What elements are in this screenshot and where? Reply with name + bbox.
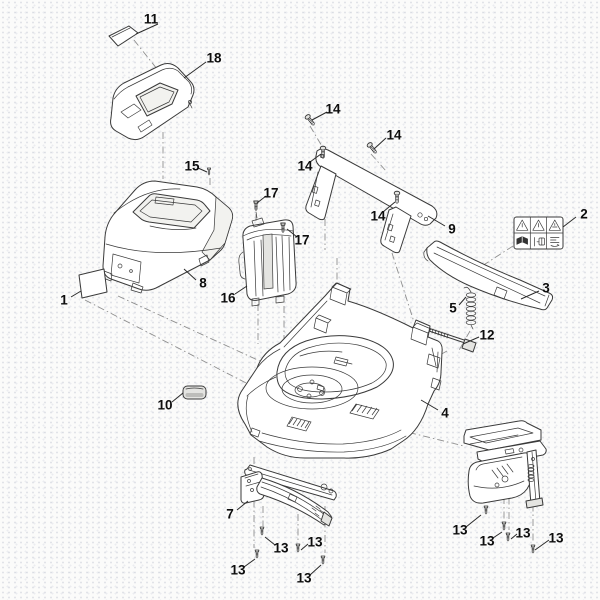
callout-18: 18 <box>206 51 222 66</box>
callout-15: 15 <box>184 159 200 174</box>
callout-7: 7 <box>226 507 234 522</box>
callout-13: 13 <box>515 526 531 541</box>
callout-14: 14 <box>386 128 402 143</box>
callout-12: 12 <box>479 328 494 343</box>
callout-8: 8 <box>199 276 207 291</box>
part-12-rod-drawing <box>423 326 477 353</box>
callout-13: 13 <box>479 534 495 549</box>
callout-11: 11 <box>144 12 159 27</box>
callout-14: 14 <box>297 159 313 174</box>
callout-13: 13 <box>548 531 564 546</box>
callout-numbers: 11 18 15 17 17 14 14 14 14 9 2 3 5 12 4 … <box>60 12 588 586</box>
callout-13: 13 <box>307 535 323 550</box>
warning-triangle-icon <box>532 219 545 231</box>
screw-15 <box>206 167 212 176</box>
callout-9: 9 <box>448 222 456 237</box>
part-6-deflector-drawing <box>463 420 547 509</box>
part-16-bracket-drawing <box>238 211 297 307</box>
callout-14: 14 <box>370 209 386 224</box>
support-rod-drawing <box>244 464 337 501</box>
callout-4: 4 <box>441 406 449 421</box>
read-manual-icon <box>516 236 528 245</box>
callout-3: 3 <box>542 281 550 296</box>
callout-13: 13 <box>452 523 468 538</box>
part-3-trim-strip-drawing <box>423 240 554 311</box>
callout-13: 13 <box>273 541 289 556</box>
part-8-motor-hood-drawing <box>102 180 234 294</box>
warning-triangle-icon <box>548 219 561 231</box>
callout-10: 10 <box>157 398 172 413</box>
bolt-14-a <box>303 113 317 128</box>
callout-17: 17 <box>294 233 309 248</box>
callout-1: 1 <box>60 293 68 308</box>
callout-2: 2 <box>580 207 588 222</box>
part-11-sticker-drawing <box>108 25 139 47</box>
warning-triangle-icon <box>516 219 529 231</box>
callout-17: 17 <box>263 186 278 201</box>
callout-5: 5 <box>449 301 457 316</box>
callout-14: 14 <box>325 102 341 117</box>
part-7-bumper-drawing <box>240 471 333 527</box>
part-5-spring-drawing <box>463 286 477 330</box>
callout-13: 13 <box>230 563 246 578</box>
callout-leader-lines <box>70 23 577 576</box>
part-2-warning-label-drawing <box>513 216 564 250</box>
disconnect-icon <box>534 237 545 247</box>
callout-13: 13 <box>296 571 312 586</box>
rotating-parts-icon <box>550 237 560 247</box>
part-4-housing-drawing <box>237 282 443 459</box>
callout-16: 16 <box>220 291 236 306</box>
part-1-sticker-drawing <box>78 268 108 299</box>
part-10-grommet-drawing <box>182 385 207 400</box>
part-18-top-cover-drawing <box>110 63 195 141</box>
part-9-handle-bracket-drawing <box>305 148 438 254</box>
bolt-14-b <box>365 141 379 156</box>
